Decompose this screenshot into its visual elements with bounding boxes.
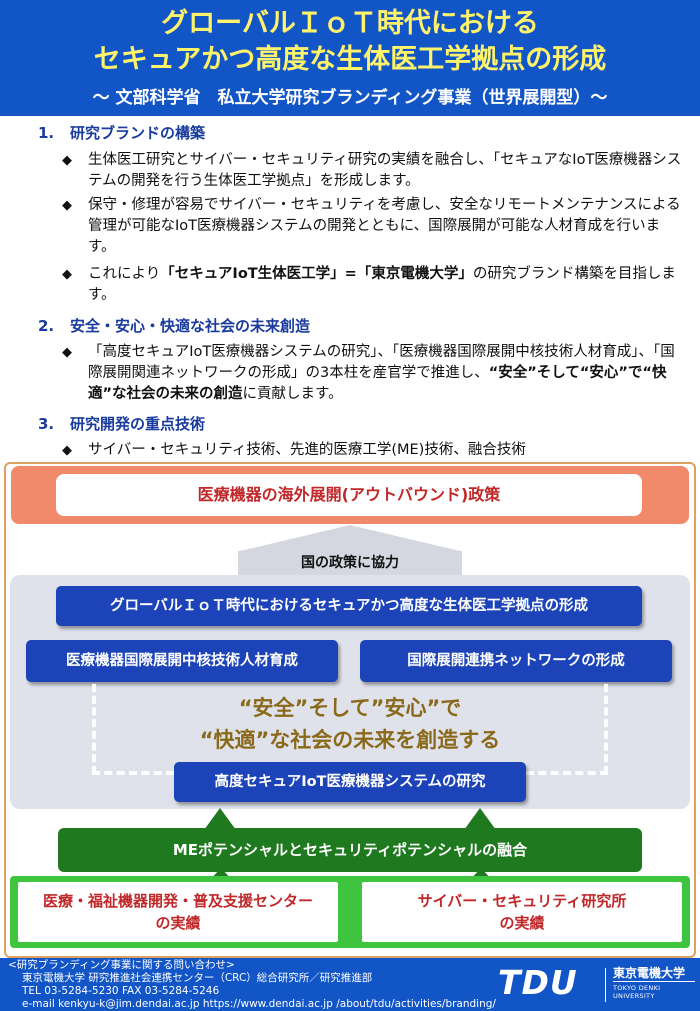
green-up-arrow-icon bbox=[204, 808, 236, 830]
section-3-heading: 3. 研究開発の重点技術 bbox=[38, 414, 205, 434]
fusion-box: MEポテンシャルとセキュリティポテンシャルの融合 bbox=[58, 828, 642, 872]
bullet-text-emphasis: “安全”そして“安心”で“快適”な社会の未来の創造 bbox=[88, 365, 667, 402]
diamond-bullet-icon: ◆ bbox=[62, 153, 72, 168]
bullet-text: 「高度セキュアIoT医療機器システムの研究」、「医療機器国際展開中核技術人材育成… bbox=[88, 342, 682, 405]
policy-box: 医療機器の海外展開(アウトバウンド)政策 bbox=[56, 474, 642, 516]
bullet-item: ◆ 生体医工研究とサイバー・セキュリティ研究の実績を融合し、「セキュアなIoT医… bbox=[62, 150, 682, 192]
bullet-text: 保守・修理が容易でサイバー・セキュリティを考慮し、安全なリモートメンテナンスによ… bbox=[88, 197, 681, 255]
research-box: 高度セキュアIoT医療機器システムの研究 bbox=[174, 762, 526, 802]
logo-divider bbox=[605, 968, 606, 1002]
green-up-arrow-icon bbox=[464, 808, 496, 830]
welfare-center-line-2: の実績 bbox=[155, 914, 201, 932]
security-lab-line-1: サイバー・セキュリティ研究所 bbox=[417, 892, 627, 910]
contact-tel-fax: TEL 03-5284-5230 FAX 03-5284-5246 bbox=[22, 985, 220, 997]
dashed-connector-right bbox=[604, 684, 608, 774]
bullet-text: サイバー・セキュリティ技術、先進的医療工学(ME)技術、融合技術 bbox=[88, 442, 526, 458]
diamond-bullet-icon: ◆ bbox=[62, 345, 72, 360]
header-banner: グローバルＩｏＴ時代における セキュアかつ高度な生体医工学拠点の形成 〜 文部科… bbox=[0, 0, 700, 116]
section-1-heading: 1. 研究ブランドの構築 bbox=[38, 123, 205, 143]
subtitle: 〜 文部科学省 私立大学研究ブランディング事業（世界展開型）〜 bbox=[92, 88, 608, 108]
contact-email-url[interactable]: e-mail kenkyu-k@jim.dendai.ac.jp https:/… bbox=[22, 998, 496, 1010]
section-2-number: 2. bbox=[38, 317, 55, 335]
university-name-jp: 東京電機大学 bbox=[613, 966, 686, 980]
vision-line-1: “安全”そして”安心”で bbox=[238, 696, 462, 720]
welfare-center-line-1: 医療・福祉機器開発・普及支援センター bbox=[42, 892, 313, 910]
section-1-number: 1. bbox=[38, 124, 55, 142]
university-name-rule bbox=[613, 981, 695, 982]
section-2-heading: 2. 安全・安心・快適な社会の未来創造 bbox=[38, 316, 310, 336]
section-3-title: 研究開発の重点技術 bbox=[70, 415, 206, 433]
diamond-bullet-icon: ◆ bbox=[62, 267, 72, 282]
network-formation-box: 国際展開連携ネットワークの形成 bbox=[360, 640, 672, 682]
title-line-2: セキュアかつ高度な生体医工学拠点の形成 bbox=[93, 44, 607, 75]
section-2-title: 安全・安心・快適な社会の未来創造 bbox=[70, 317, 311, 335]
security-lab-box: サイバー・セキュリティ研究所 の実績 bbox=[362, 882, 682, 942]
diamond-bullet-icon: ◆ bbox=[62, 443, 72, 458]
bullet-item: ◆ これにより「セキュアIoT生体医工学」=「東京電機大学」の研究ブランド構築を… bbox=[62, 264, 682, 306]
bullet-text: 生体医工研究とサイバー・セキュリティ研究の実績を融合し、「セキュアなIoT医療機… bbox=[88, 152, 682, 189]
title-line-1: グローバルＩｏＴ時代における bbox=[161, 8, 539, 39]
diamond-bullet-icon: ◆ bbox=[62, 198, 72, 213]
footer: <研究ブランディング事業に関する問い合わせ> 東京電機大学 研究推進社会連携セン… bbox=[0, 958, 700, 1011]
dashed-connector-bottom-left bbox=[92, 771, 174, 775]
bullet-text: これにより「セキュアIoT生体医工学」=「東京電機大学」の研究ブランド構築を目指… bbox=[88, 264, 682, 306]
bullet-text-emphasis: 「セキュアIoT生体医工学」=「東京電機大学」 bbox=[160, 266, 473, 282]
main-goal-box: グローバルＩｏＴ時代におけるセキュアかつ高度な生体医工学拠点の形成 bbox=[56, 586, 642, 626]
bullet-item: ◆ サイバー・セキュリティ技術、先進的医療工学(ME)技術、融合技術 bbox=[62, 440, 682, 461]
tdu-logo: TDU bbox=[498, 963, 578, 1002]
cooperation-label: 国の政策に協力 bbox=[238, 551, 462, 575]
vision-statement: “安全”そして”安心”で “快適”な社会の未来を創造する bbox=[150, 692, 550, 756]
contact-org: 東京電機大学 研究推進社会連携センター（CRC）総合研究所／研究推進部 bbox=[22, 972, 373, 984]
security-lab-line-2: の実績 bbox=[499, 914, 545, 932]
university-name-en: TOKYO DENKI UNIVERSITY bbox=[613, 984, 661, 1000]
welfare-center-box: 医療・福祉機器開発・普及支援センター の実績 bbox=[18, 882, 338, 942]
bullet-text-pre: これにより bbox=[88, 266, 161, 282]
contact-title: <研究ブランディング事業に関する問い合わせ> bbox=[8, 959, 235, 971]
section-1-title: 研究ブランドの構築 bbox=[70, 124, 206, 142]
hr-development-box: 医療機器国際展開中核技術人材育成 bbox=[26, 640, 338, 682]
vision-line-2: “快適”な社会の未来を創造する bbox=[199, 728, 501, 752]
dashed-connector-bottom-right bbox=[526, 771, 608, 775]
dashed-connector-left bbox=[92, 684, 96, 774]
section-3-number: 3. bbox=[38, 415, 55, 433]
bullet-text-post: に貢献します。 bbox=[242, 386, 343, 402]
up-arrow-icon bbox=[240, 525, 460, 551]
bullet-text-pre: 「高度セキュアIoT医療機器システムの研究」、「医療機器国際展開中核技術人材育成… bbox=[88, 344, 675, 381]
bullet-text-post: の研究ブランド構築を目指します。 bbox=[88, 266, 676, 303]
bullet-item: ◆ 保守・修理が容易でサイバー・セキュリティを考慮し、安全なリモートメンテナンス… bbox=[62, 195, 682, 258]
bullet-item: ◆ 「高度セキュアIoT医療機器システムの研究」、「医療機器国際展開中核技術人材… bbox=[62, 342, 682, 405]
